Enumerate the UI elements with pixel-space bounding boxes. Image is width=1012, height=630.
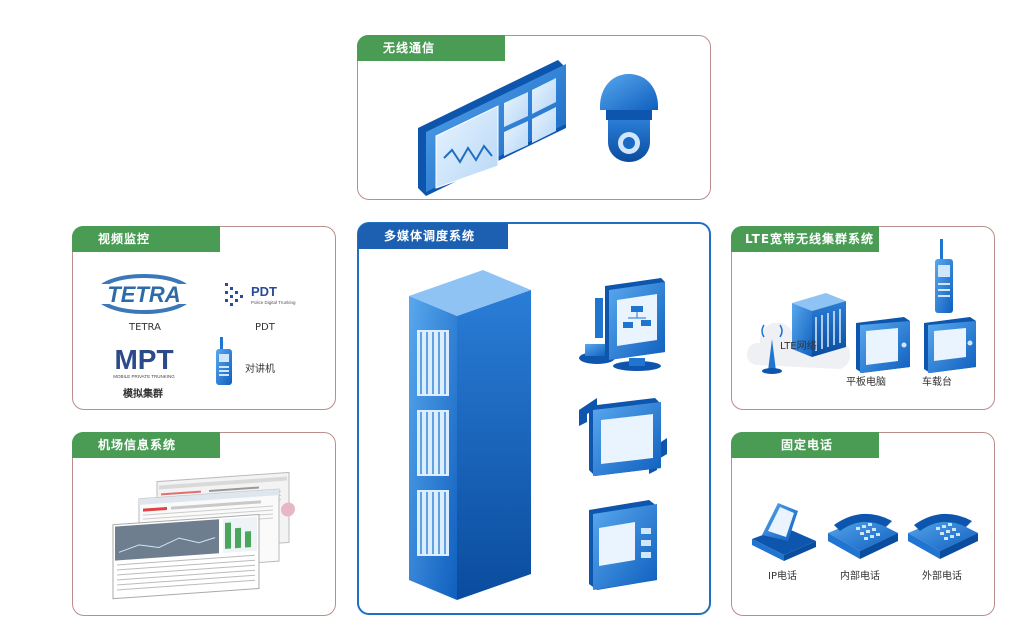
airport-screens-icon [112, 471, 295, 600]
lte-base-station-icon [746, 293, 851, 374]
pdt-label: PDT [255, 322, 275, 333]
lte-network-label: LTE网络 [780, 341, 817, 352]
walkie-talkie-label: 对讲机 [245, 364, 275, 375]
wireless-panel: 无线通信 [357, 35, 711, 200]
tetra-label: TETRA [129, 322, 161, 333]
phone-title: 固定电话 [731, 432, 879, 458]
video-wall-icon [418, 60, 566, 196]
pdt-logo-sub: Police Digital Trunking [251, 300, 296, 305]
walkie-talkie-icon [935, 239, 953, 313]
wireless-title: 无线通信 [357, 35, 505, 61]
tablet-icon [579, 398, 667, 476]
external-phone-label: 外部电话 [922, 571, 962, 582]
internal-phone-label: 内部电话 [840, 571, 880, 582]
pdt-logo-icon: PDT Police Digital Trunking [225, 283, 296, 306]
mpt-logo-sub: MOBILE PRIVATE TRUNKING [113, 374, 175, 379]
server-rack-icon [409, 270, 531, 600]
analog-trunking-label: 模拟集群 [123, 389, 163, 400]
multimedia-panel: 多媒体调度系统 [357, 222, 711, 615]
desk-phone-icon [908, 513, 978, 559]
airport-panel: 机场信息系统 [72, 432, 336, 616]
multimedia-title: 多媒体调度系统 [358, 223, 508, 249]
tetra-logo-icon: TETRA [95, 274, 193, 314]
walkie-talkie-icon [216, 337, 232, 385]
video-panel: 视频监控 TETRA TETRA PDT Police Digital Trun… [72, 226, 336, 410]
vehicle-radio-icon [924, 317, 976, 373]
ip-phone-icon [752, 503, 816, 561]
lte-panel: LTE宽带无线集群系统 LTE网络 平板电脑 车载台 [731, 226, 995, 410]
tablet-icon [856, 317, 910, 373]
airport-title: 机场信息系统 [72, 432, 220, 458]
dome-camera-icon [600, 74, 658, 162]
handheld-terminal-icon [589, 500, 657, 590]
lte-title: LTE宽带无线集群系统 [731, 226, 879, 252]
dispatch-console-icon [579, 278, 665, 371]
ip-phone-label: IP电话 [768, 571, 797, 582]
phone-panel: 固定电话 IP电话 内部电话 外部电话 [731, 432, 995, 616]
tablet-pc-label: 平板电脑 [846, 377, 886, 388]
tetra-logo-text: TETRA [107, 282, 180, 307]
mpt-logo-text: MPT [114, 344, 173, 375]
pdt-logo-text: PDT [251, 284, 277, 299]
desk-phone-icon [828, 513, 898, 559]
video-title: 视频监控 [72, 226, 220, 252]
vehicle-radio-label: 车载台 [922, 377, 952, 388]
mpt-logo-icon: MPT MOBILE PRIVATE TRUNKING [113, 344, 175, 379]
